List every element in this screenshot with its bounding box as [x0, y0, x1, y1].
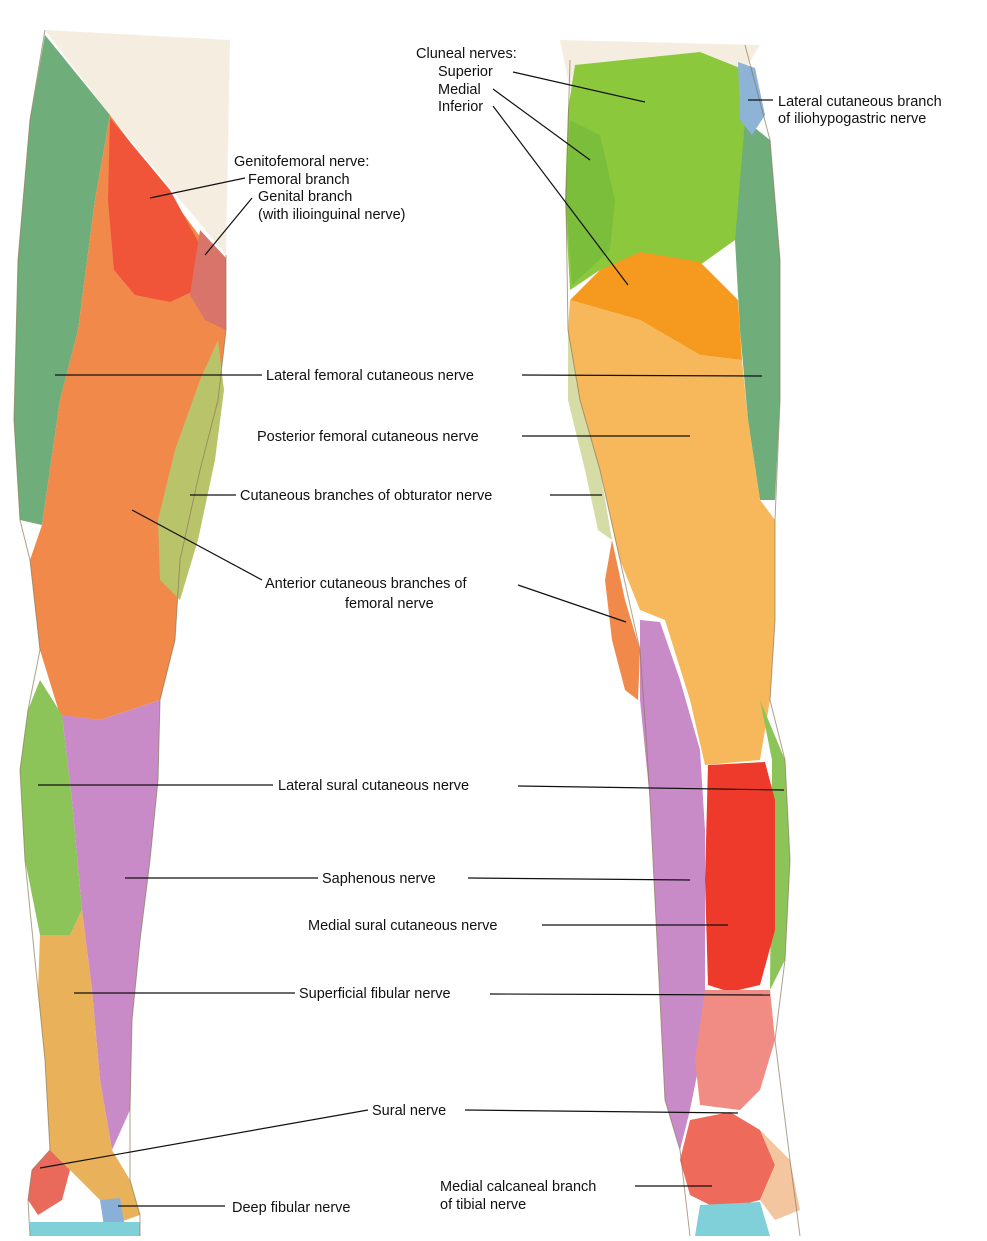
label-calcaneal-2: of tibial nerve — [440, 1197, 526, 1213]
anterior-leg — [14, 30, 230, 1236]
label-saphenous: Saphenous nerve — [322, 871, 436, 887]
label-posterior-femoral-cutaneous: Posterior femoral cutaneous nerve — [257, 429, 479, 445]
label-sural: Sural nerve — [372, 1103, 446, 1119]
region-medial-sural-cutaneous — [705, 762, 775, 992]
region-plantar — [695, 1202, 770, 1236]
label-anterior-femoral-1: Anterior cutaneous branches of — [265, 576, 467, 592]
label-cluneal-inferior: Inferior — [438, 99, 483, 115]
label-cluneal-superior: Superior — [438, 64, 493, 80]
label-obturator: Cutaneous branches of obturator nerve — [240, 488, 492, 504]
label-genital-branch: Genital branch — [258, 189, 352, 205]
label-genital-branch-note: (with ilioinguinal nerve) — [258, 207, 406, 223]
label-cluneal-medial: Medial — [438, 82, 481, 98]
label-cluneal-heading: Cluneal nerves: — [416, 46, 517, 62]
label-genitofemoral-heading: Genitofemoral nerve: — [234, 154, 369, 170]
region-sural-posterior — [695, 990, 775, 1110]
region-toes-anterior — [30, 1222, 140, 1236]
label-anterior-femoral-2: femoral nerve — [345, 596, 434, 612]
label-lateral-femoral-cutaneous: Lateral femoral cutaneous nerve — [266, 368, 474, 384]
label-iliohypogastric-1: Lateral cutaneous branch — [778, 94, 942, 110]
label-superficial-fibular: Superficial fibular nerve — [299, 986, 451, 1002]
label-iliohypogastric-2: of iliohypogastric nerve — [778, 111, 926, 127]
region-medial-calcaneal — [680, 1112, 775, 1210]
posterior-leg — [560, 40, 800, 1236]
label-femoral-branch: Femoral branch — [248, 172, 350, 188]
label-deep-fibular: Deep fibular nerve — [232, 1200, 351, 1216]
label-lateral-sural: Lateral sural cutaneous nerve — [278, 778, 469, 794]
region-deep-fibular — [100, 1198, 124, 1226]
leader-sural-right — [465, 1110, 738, 1113]
label-medial-sural: Medial sural cutaneous nerve — [308, 918, 497, 934]
label-calcaneal-1: Medial calcaneal branch — [440, 1179, 596, 1195]
